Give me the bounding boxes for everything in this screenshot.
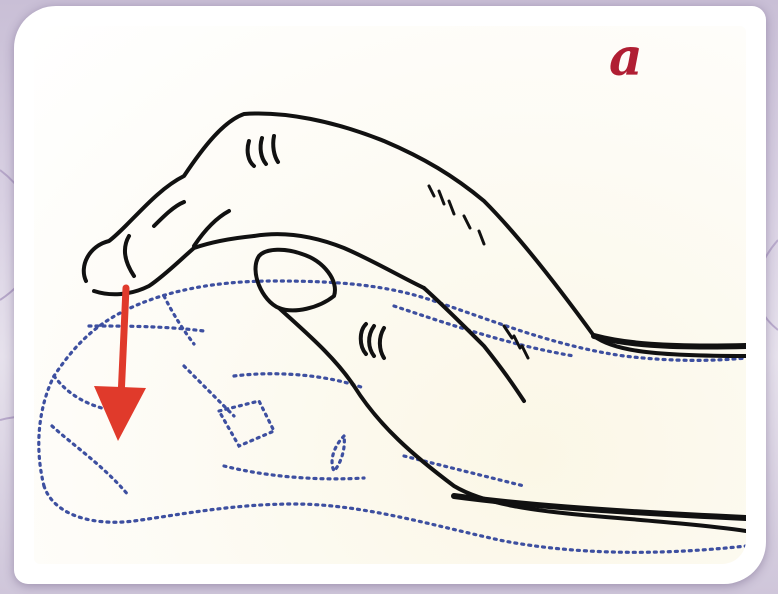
hand-illustration — [34, 26, 746, 564]
down-arrow-icon — [94, 288, 146, 441]
hand-illustration-panel: a — [34, 26, 746, 564]
figure-card: a — [14, 6, 766, 584]
panel-label: a — [609, 32, 643, 84]
dotted-hand-outline-icon — [39, 281, 746, 486]
solid-hand-icon — [84, 113, 746, 356]
